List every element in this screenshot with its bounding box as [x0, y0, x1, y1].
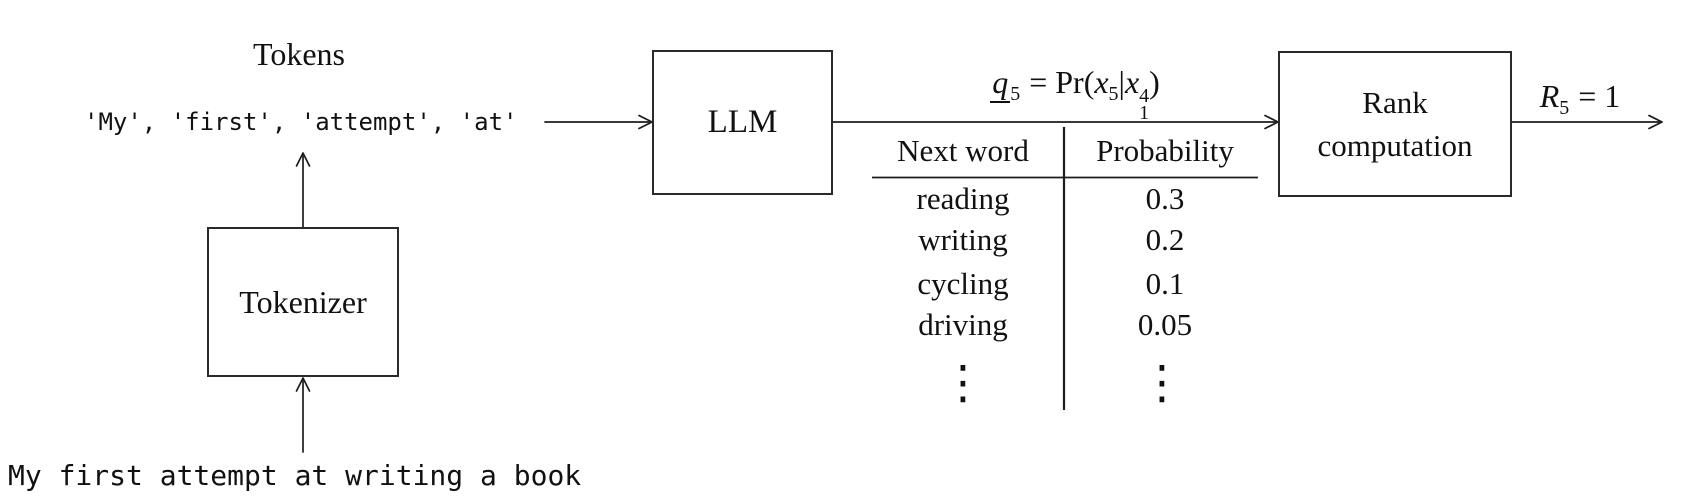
rank-computation-box: Rank computation: [1278, 51, 1512, 197]
formula-x14-superscript: 4: [1139, 85, 1150, 107]
formula-equals-pr: = Pr(: [1029, 64, 1095, 100]
tokens-heading: Tokens: [253, 36, 345, 72]
table-row-word: writing: [918, 222, 1008, 257]
tokenizer-box-label: Tokenizer: [239, 283, 367, 320]
input-sentence: My first attempt at writing a book: [8, 459, 582, 492]
formula-x5: x: [1094, 64, 1109, 100]
formula-x14: x: [1124, 64, 1140, 100]
table-ellipsis-words: ⋮: [940, 355, 986, 409]
table-row-prob: 0.2: [1145, 222, 1185, 257]
llm-box-label: LLM: [707, 104, 778, 140]
formula-q-subscript: 5: [1010, 83, 1021, 105]
tokens-to-llm-arrow: [544, 114, 653, 130]
rank-result-equals: = 1: [1578, 78, 1621, 114]
formula-close-paren: ): [1149, 64, 1160, 100]
token-list: 'My', 'first', 'attempt', 'at': [84, 108, 518, 136]
arrowhead-right-icon: [1648, 114, 1663, 130]
formula-x5-subscript: 5: [1108, 83, 1119, 105]
table-row-word: cycling: [917, 266, 1009, 301]
table-ellipsis-probs: ⋮: [1139, 355, 1185, 409]
rank-result-subscript: 5: [1559, 97, 1570, 119]
table-row-prob: 0.1: [1145, 266, 1185, 301]
table-row-word: driving: [918, 307, 1008, 342]
table-header-probability: Probability: [1096, 133, 1234, 168]
rank-output-arrow: [1511, 114, 1663, 130]
rank-box-label-line1: Rank: [1362, 85, 1428, 120]
table-row-prob: 0.3: [1145, 181, 1185, 216]
rank-result-R: R: [1539, 78, 1560, 114]
arrowhead-up-icon: [295, 152, 311, 167]
formula-q: q: [990, 64, 1011, 103]
tokenizer-to-tokens-arrow: [295, 152, 311, 228]
rank-box-label-line2: computation: [1317, 128, 1473, 163]
table-row-prob: 0.05: [1137, 307, 1193, 342]
table-header-next-word: Next word: [897, 133, 1029, 168]
tokenizer-box: Tokenizer: [207, 227, 399, 377]
formula-x14-subscript: 1: [1139, 102, 1150, 124]
table-row-word: reading: [916, 181, 1010, 216]
sentence-to-tokenizer-arrow: [295, 377, 311, 453]
llm-box: LLM: [652, 50, 833, 195]
rank-result-label: R5 = 1: [1500, 78, 1660, 120]
formula-conditional-bar: |: [1118, 64, 1125, 100]
arrowhead-up-icon: [295, 377, 311, 392]
